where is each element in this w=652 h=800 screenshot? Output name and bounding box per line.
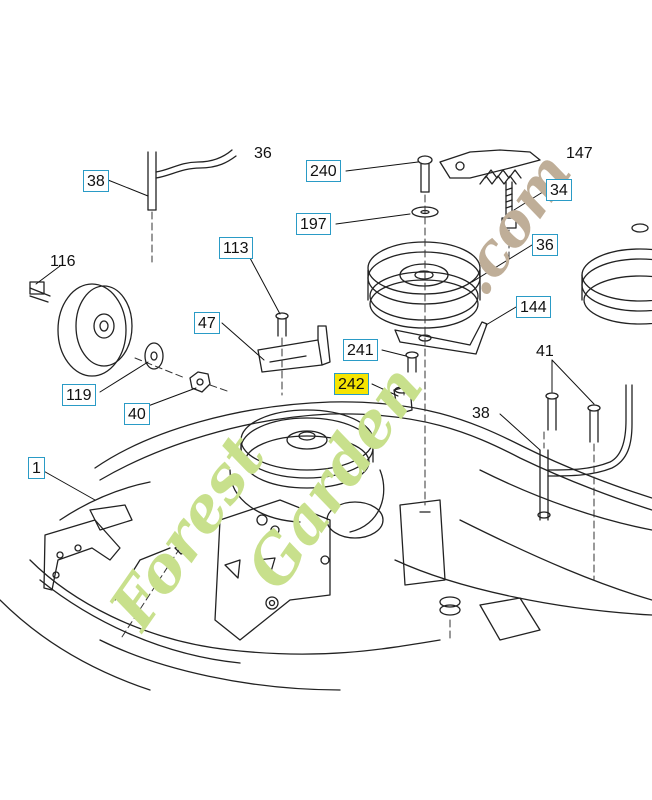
leader-lines xyxy=(35,161,595,501)
right-pulley xyxy=(581,223,652,325)
spring-bracket xyxy=(439,149,541,185)
bracket-47 xyxy=(257,325,331,373)
callout-1: 1 xyxy=(28,457,45,479)
belt-guide xyxy=(174,499,541,641)
callout-116: 116 xyxy=(50,253,76,270)
callout-38-left: 38 xyxy=(83,170,109,192)
callout-144: 144 xyxy=(516,296,551,318)
rod-38-right xyxy=(537,384,633,521)
idler-pulley xyxy=(367,241,481,329)
callout-40: 40 xyxy=(124,403,150,425)
wheel-116 xyxy=(29,281,133,377)
washer-119 xyxy=(144,342,164,370)
callout-34: 34 xyxy=(546,179,572,201)
nut-40 xyxy=(189,371,211,393)
callout-36: 36 xyxy=(532,234,558,256)
callout-41: 41 xyxy=(536,343,554,360)
callout-38-right: 38 xyxy=(472,405,490,422)
callout-197: 197 xyxy=(296,213,331,235)
bolts-41 xyxy=(545,392,601,443)
pin-240 xyxy=(417,155,433,193)
bolt-113 xyxy=(275,312,289,337)
callout-113: 113 xyxy=(219,237,253,259)
spindle-mount-plate xyxy=(214,499,331,641)
spacer-242 xyxy=(393,385,413,415)
callout-241: 241 xyxy=(343,339,378,361)
callout-242-highlighted: 242 xyxy=(334,373,369,395)
center-lines xyxy=(119,194,595,641)
bolt-34 xyxy=(501,181,517,229)
callout-147: 147 xyxy=(566,145,593,162)
callout-240: 240 xyxy=(306,160,341,182)
bolt-241 xyxy=(405,351,419,373)
rod-38-left xyxy=(147,149,237,211)
deck-shell xyxy=(0,401,652,691)
callout-47: 47 xyxy=(194,312,220,334)
callout-36-top-partial: 36 xyxy=(254,145,272,162)
callout-119: 119 xyxy=(62,384,96,406)
left-bracket xyxy=(43,504,133,591)
spindle-pulley xyxy=(229,409,385,539)
